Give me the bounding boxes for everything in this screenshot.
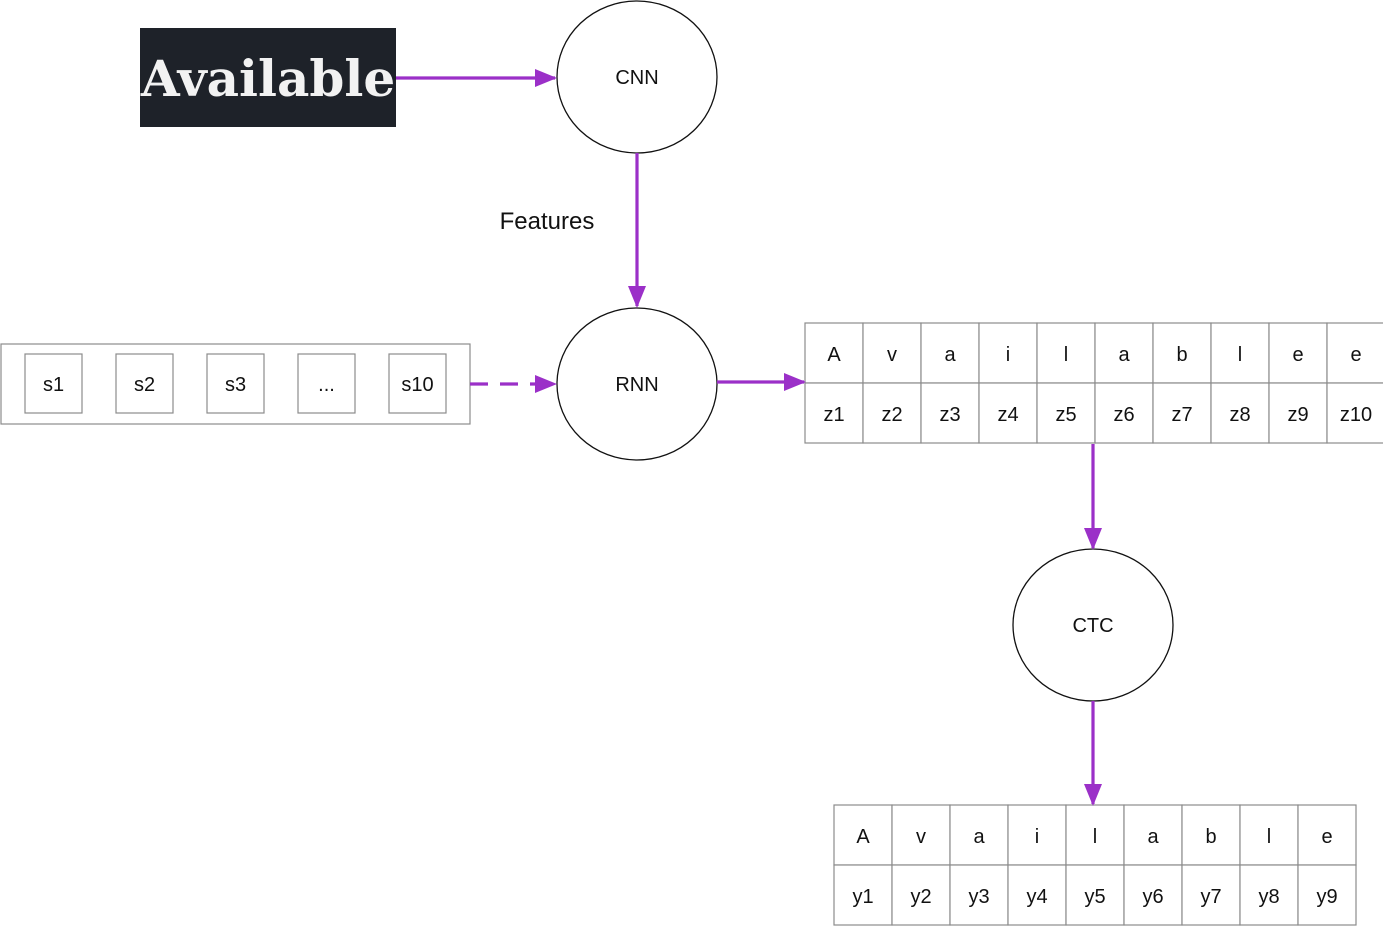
- rnn-output-char: l: [1064, 344, 1068, 366]
- rnn-output-char: a: [944, 344, 956, 366]
- rnn-output-char: a: [1118, 344, 1130, 366]
- ctc-output-label-cell: [949, 864, 1009, 926]
- ctc-output-label: y3: [968, 886, 989, 908]
- ctc-output-label-cell: [1007, 864, 1067, 926]
- rnn-node: RNN: [556, 307, 718, 461]
- ctc-output-label-cell: [1123, 864, 1183, 926]
- sequence-box-label: s1: [43, 374, 64, 396]
- sequence-box-label: s2: [134, 374, 155, 396]
- rnn-output-label: z9: [1287, 404, 1308, 426]
- input-image-text: Available: [140, 49, 395, 108]
- rnn-output-label-cell: [1268, 382, 1328, 444]
- rnn-output-label-cell: [978, 382, 1038, 444]
- input-image: Available: [140, 28, 396, 127]
- ctc-node: CTC: [1012, 548, 1174, 702]
- ctc-output-char-cell: [1065, 804, 1125, 866]
- ctc-output-char: i: [1035, 826, 1039, 848]
- sequence-box-label: s3: [225, 374, 246, 396]
- ctc-output-label-cell: [1065, 864, 1125, 926]
- rnn-output-char: e: [1292, 344, 1303, 366]
- rnn-output-char-cell: [1326, 322, 1383, 384]
- sequence-box-label: ...: [318, 374, 335, 396]
- ctc-output-char-cell: [833, 804, 893, 866]
- ctc-output-label: y7: [1200, 886, 1221, 908]
- rnn-output-char-cell: [862, 322, 922, 384]
- rnn-output-label-cell: [862, 382, 922, 444]
- ctc-output-char: b: [1205, 826, 1216, 848]
- ctc-output-char: a: [1147, 826, 1159, 848]
- ctc-output-char: l: [1267, 826, 1271, 848]
- input-image-background: [140, 28, 396, 127]
- ctc-output-char: l: [1093, 826, 1097, 848]
- ctc-output-label-cell: [833, 864, 893, 926]
- rnn-output-label-cell: [1036, 382, 1096, 444]
- rnn-output-label: z5: [1055, 404, 1076, 426]
- ctc-output-char: a: [973, 826, 985, 848]
- rnn-output-label: z3: [939, 404, 960, 426]
- rnn-output-label: z8: [1229, 404, 1250, 426]
- ctc-output-char-cell: [949, 804, 1009, 866]
- sequence-box-label: s10: [401, 374, 433, 396]
- ctc-label: CTC: [1072, 615, 1113, 637]
- rnn-output-char-cell: [1094, 322, 1154, 384]
- ctc-output-label: y5: [1084, 886, 1105, 908]
- ctc-output-label-cell: [1181, 864, 1241, 926]
- ctc-output-label-cell: [1297, 864, 1357, 926]
- ctc-output-label: y9: [1316, 886, 1337, 908]
- ctc-output-label-cell: [1239, 864, 1299, 926]
- rnn-output-label: z4: [997, 404, 1018, 426]
- sequence-box: [24, 353, 83, 414]
- rnn-output-label-cell: [1326, 382, 1383, 444]
- rnn-output-label-cell: [1210, 382, 1270, 444]
- rnn-output-char-cell: [804, 322, 864, 384]
- rnn-output-label: z7: [1171, 404, 1192, 426]
- rnn-label: RNN: [615, 374, 658, 396]
- rnn-output-char: A: [827, 344, 841, 366]
- ctc-output-table: Ay1 v y2 a y3 i y4 l y5 a y6 b y7 l y8 e y9: [833, 804, 1357, 926]
- sequence-box: [297, 353, 356, 414]
- ctc-output-char-cell: [891, 804, 951, 866]
- ctc-output-char-cell: [1007, 804, 1067, 866]
- features-label: Features: [500, 208, 595, 235]
- rnn-output-char: v: [887, 344, 897, 366]
- sequence-box: [206, 353, 265, 414]
- cnn-node: CNN: [556, 0, 718, 154]
- sequence-box: [115, 353, 174, 414]
- ctc-output-char: e: [1321, 826, 1332, 848]
- rnn-output-label-cell: [1152, 382, 1212, 444]
- rnn-output-label: z10: [1340, 404, 1372, 426]
- ctc-output-label: y4: [1026, 886, 1047, 908]
- ctc-output-label: y6: [1142, 886, 1163, 908]
- ctc-output-char: A: [856, 826, 870, 848]
- rnn-output-char: l: [1238, 344, 1242, 366]
- rnn-output-label-cell: [1094, 382, 1154, 444]
- ctc-output-char-cell: [1239, 804, 1299, 866]
- sequence-inputs: s1 s2 s3... s10: [0, 343, 471, 425]
- rnn-output-label: z6: [1113, 404, 1134, 426]
- ctc-output-label: y1: [852, 886, 873, 908]
- rnn-output-char: b: [1176, 344, 1187, 366]
- rnn-circle: [556, 307, 718, 461]
- ctc-output-label: y8: [1258, 886, 1279, 908]
- ctc-output-label: y2: [910, 886, 931, 908]
- ctc-output-char: v: [916, 826, 926, 848]
- cnn-label: CNN: [615, 67, 658, 89]
- sequence-box: [388, 353, 447, 414]
- rnn-output-char: i: [1006, 344, 1010, 366]
- rnn-output-table: Az1 v z2 a z3 i z4 l z5 a z6 b z7 l z8 e z9 e z10: [804, 322, 1383, 444]
- rnn-output-char: e: [1350, 344, 1361, 366]
- rnn-output-label: z1: [823, 404, 844, 426]
- rnn-output-char-cell: [920, 322, 980, 384]
- rnn-output-label: z2: [881, 404, 902, 426]
